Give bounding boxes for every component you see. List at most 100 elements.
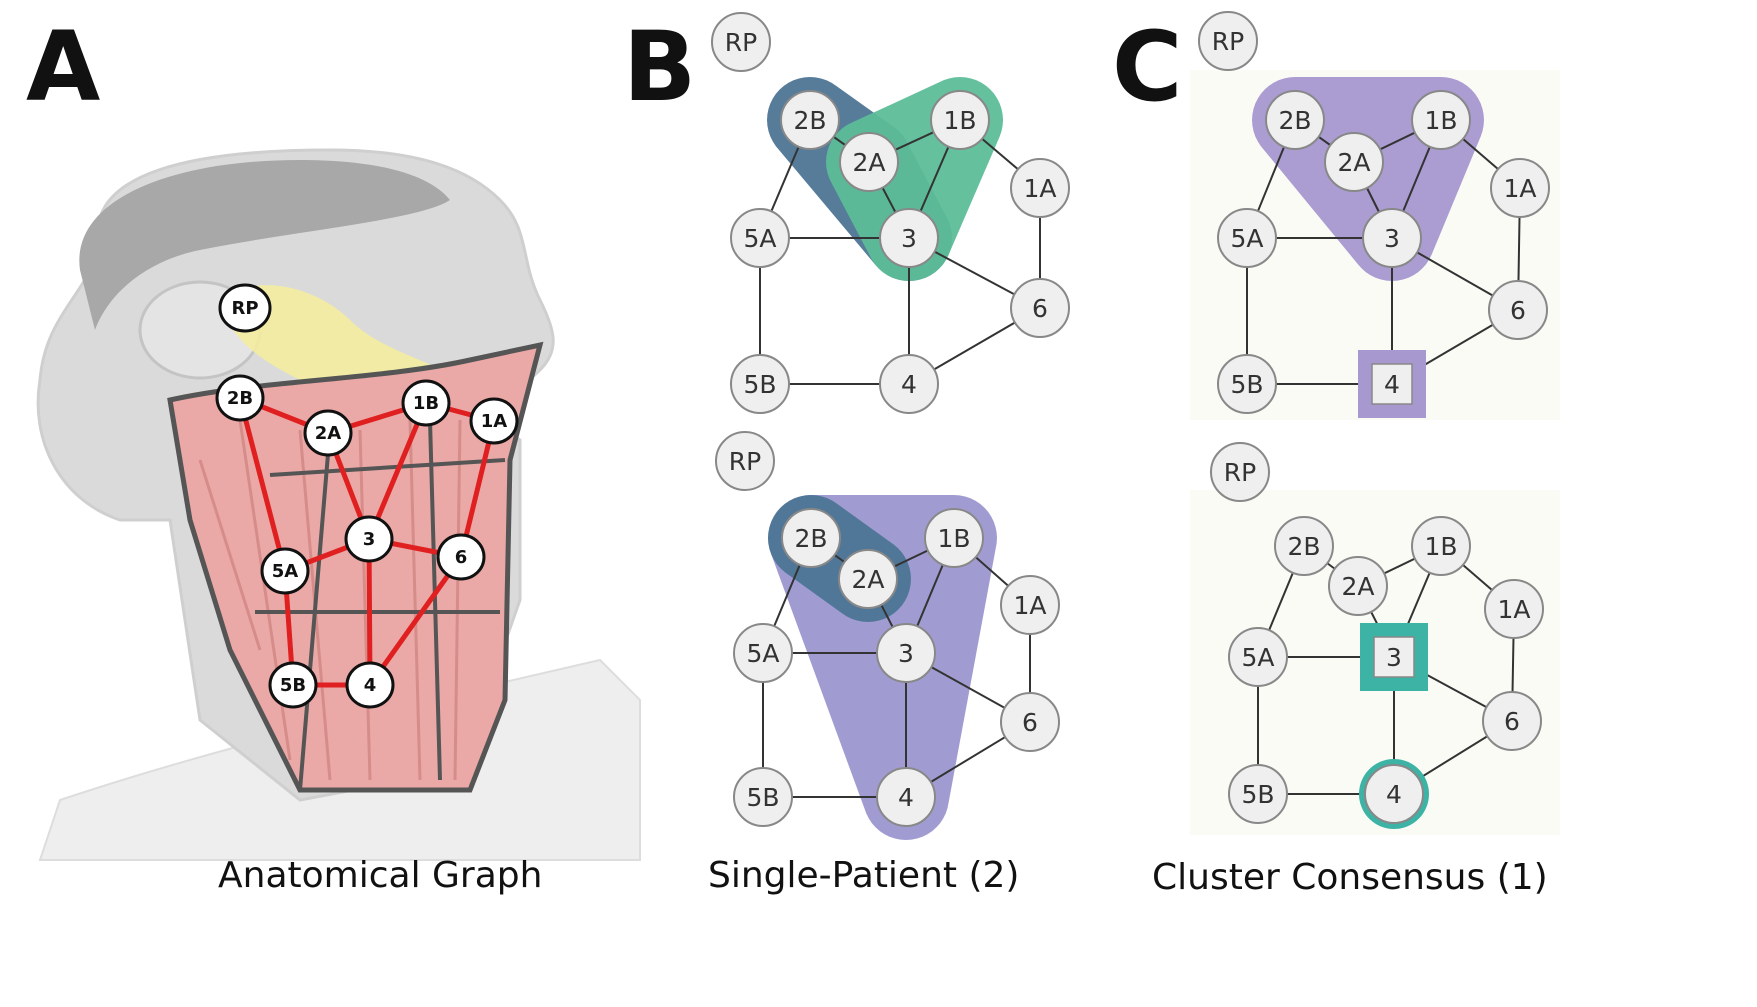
node-label-4: 4 [898,783,914,812]
node-label-5a: 5A [746,639,779,668]
node-label-2a: 2A [851,565,884,594]
node-label-1a: 1A [1013,591,1046,620]
node-1b [1411,516,1471,576]
node-2b [1265,90,1325,150]
panel-c: C RP 2B 2A 1B 1A 5A 3 6 5B 4 RP 2B 2A 1B 1A 5A 3 6 5B 4 Cl… [1112,11,1560,898]
node-label-2a: 2A [1337,148,1370,177]
anatomical-node-6 [436,533,486,581]
node-1b [924,508,984,568]
node-1a [1484,579,1544,639]
anatomical-edge-4-6 [367,555,464,687]
node-label-2b: 2B [1287,532,1320,561]
node-label-1a: 1A [1023,174,1056,203]
node-1a [1000,575,1060,635]
node-2b [1274,516,1334,576]
node-6 [1482,691,1542,751]
anatomical-node-1b [401,379,451,427]
node-3 [1373,636,1415,678]
anatomical-node-5b [268,661,318,709]
node-4 [1364,764,1424,824]
node-label-1b: 1B [1424,106,1457,135]
node-5a [733,623,793,683]
anatomical-node-2b [215,374,265,422]
node-label-1a: 1A [1497,595,1530,624]
node-5a [1217,208,1277,268]
panel-c-letter: C [1112,11,1182,123]
compartment-lines [255,419,506,791]
node-2a [839,132,899,192]
node-2b [781,508,841,568]
node-6 [1010,278,1070,338]
node-5b [1228,764,1288,824]
anatomical-node-label-4: 4 [364,675,377,696]
panel-c-graph-1: RP 2B 2A 1B 1A 5A 3 6 5B 4 [1198,11,1550,418]
gland-shape [220,285,460,395]
node-rp [715,431,775,491]
node-1b [930,90,990,150]
anatomical-node-label-rp: RP [231,298,258,319]
node-label-3: 3 [898,639,914,668]
node-label-2a: 2A [852,148,885,177]
node-6 [1000,692,1060,752]
node-label-5a: 5A [1230,224,1263,253]
anatomical-node-label-3: 3 [363,529,376,550]
anatomical-edge-2b-5a [237,397,288,572]
node-label-1b: 1B [943,106,976,135]
node-5b [1217,354,1277,414]
anatomical-node-1a [469,397,519,445]
node-4 [876,767,936,827]
node-label-3: 3 [1384,224,1400,253]
node-2a [1328,556,1388,616]
node-label-rp: RP [1212,27,1244,56]
node-label-3: 3 [901,224,917,253]
node-2b [780,90,840,150]
node-label-6: 6 [1510,296,1526,325]
node-4 [879,354,939,414]
node-label-5b: 5B [746,783,779,812]
anatomical-node-label-2b: 2B [227,388,253,409]
node-rp [711,12,771,72]
node-label-4: 4 [1384,370,1400,399]
panel-b-letter: B [623,11,696,123]
node-label-1b: 1B [937,524,970,553]
node-label-3: 3 [1386,643,1402,672]
node-label-5a: 5A [1241,643,1274,672]
node-4 [1371,363,1413,405]
panel-b-graph-2: RP 2B 2A 1B 1A 5A 3 6 5B 4 [715,431,1060,840]
panel-b-caption: Single-Patient (2) [708,855,1019,896]
node-label-1a: 1A [1503,174,1536,203]
node-label-rp: RP [1224,458,1256,487]
node-label-6: 6 [1504,707,1520,736]
node-label-6: 6 [1022,708,1038,737]
node-label-2b: 2B [1278,106,1311,135]
panel-c-caption: Cluster Consensus (1) [1152,857,1548,898]
anatomical-node-rp [218,283,272,333]
panel-a-letter: A [26,11,100,123]
node-5a [1228,627,1288,687]
node-label-5b: 5B [1230,370,1263,399]
node-label-2b: 2B [794,524,827,553]
anatomical-node-label-1a: 1A [481,411,508,432]
node-label-2b: 2B [793,106,826,135]
node-label-4: 4 [1386,780,1402,809]
node-label-rp: RP [729,447,761,476]
node-5a [730,208,790,268]
node-label-2a: 2A [1341,572,1374,601]
anatomical-node-label-2a: 2A [315,423,342,444]
node-6 [1488,280,1548,340]
node-1a [1490,158,1550,218]
node-rp [1210,442,1270,502]
node-label-1b: 1B [1424,532,1457,561]
anatomical-node-label-5b: 5B [280,675,306,696]
node-2a [1324,132,1384,192]
anatomical-edge-3-4 [366,538,373,686]
node-label-rp: RP [725,28,757,57]
anatomical-node-2a [303,409,353,457]
anatomical-node-3 [344,515,394,563]
node-1b [1411,90,1471,150]
anatomical-node-label-6: 6 [455,547,468,568]
